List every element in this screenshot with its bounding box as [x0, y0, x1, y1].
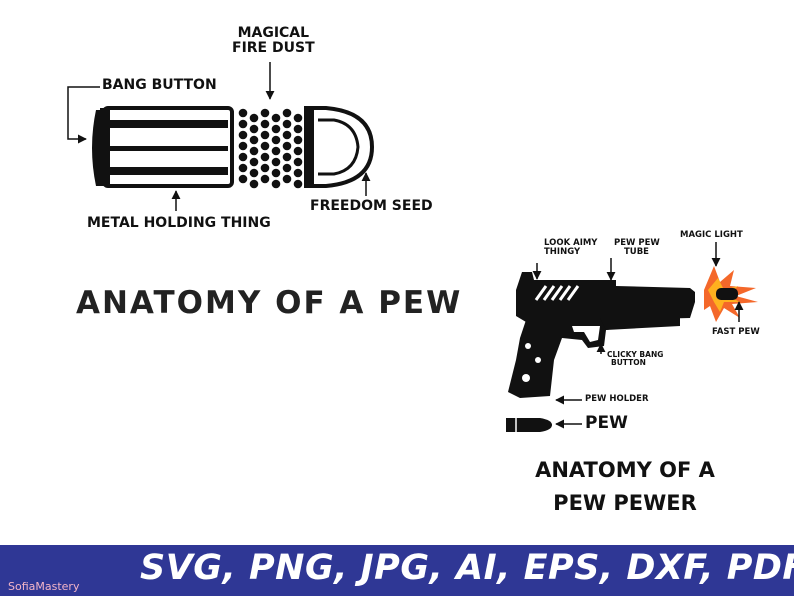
powder-dot	[249, 179, 259, 189]
label-pew-holder: PEW HOLDER	[585, 394, 649, 404]
title-gun-line2: PEW PEWER	[553, 490, 697, 515]
label-clicky-line1: CLICKY BANG	[607, 350, 664, 359]
powder-dot	[293, 157, 303, 167]
powder-dot	[238, 119, 248, 129]
powder-dot	[271, 146, 281, 156]
powder-dot	[293, 168, 303, 178]
powder-dot	[282, 163, 292, 173]
powder-dot	[238, 174, 248, 184]
powder-dot	[238, 163, 248, 173]
powder-dot	[293, 146, 303, 156]
powder-dot	[249, 135, 259, 145]
powder-dot	[282, 141, 292, 151]
powder-dot	[260, 108, 270, 118]
label-magical-fire-dust: MAGICAL FIRE DUST	[232, 26, 315, 55]
powder-dot	[260, 163, 270, 173]
powder-dot	[238, 152, 248, 162]
powder-dot	[260, 152, 270, 162]
title-anatomy-of-a-pew: ANATOMY OF A PEW	[76, 285, 463, 321]
powder-dot	[260, 119, 270, 129]
label-bang-button: BANG BUTTON	[102, 77, 217, 93]
powder-dot	[282, 119, 292, 129]
powder-dot	[238, 141, 248, 151]
label-look-aimy-thingy: LOOK AIMY THINGY	[544, 239, 597, 257]
label-clicky-line2: BUTTON	[611, 357, 646, 367]
brand-name: SofiaMastery	[8, 580, 80, 593]
powder-dot	[271, 135, 281, 145]
label-look-aimy-line2: THINGY	[544, 246, 581, 257]
powder-dot	[249, 168, 259, 178]
label-magical-fire-dust-line2: FIRE DUST	[232, 39, 315, 56]
label-metal-holding-thing: METAL HOLDING THING	[87, 215, 271, 231]
label-clicky-bang-button: CLICKY BANG BUTTON	[607, 351, 663, 367]
powder-dot	[249, 157, 259, 167]
powder-dot	[271, 113, 281, 123]
muzzle-flash	[704, 266, 758, 322]
label-pew-pew-line2: TUBE	[624, 246, 649, 257]
powder-dot	[238, 108, 248, 118]
label-fast-pew: FAST PEW	[712, 327, 760, 337]
powder-dot	[282, 174, 292, 184]
label-magic-light: MAGIC LIGHT	[680, 230, 743, 240]
powder-dot	[282, 130, 292, 140]
powder-dot	[238, 130, 248, 140]
bullet-cartridge-illustration	[92, 106, 375, 189]
powder-dot	[249, 113, 259, 123]
label-freedom-seed: FREEDOM SEED	[310, 198, 433, 214]
powder-dot	[271, 168, 281, 178]
powder-dot	[260, 130, 270, 140]
powder-dot	[293, 179, 303, 189]
powder-dot	[293, 135, 303, 145]
arrow-bang-button	[67, 86, 100, 144]
powder-dots	[238, 108, 303, 189]
label-pew: PEW	[585, 413, 628, 433]
powder-dot	[293, 113, 303, 123]
title-gun-line1: ANATOMY OF A	[535, 458, 715, 482]
powder-dot	[271, 124, 281, 134]
powder-dot	[249, 146, 259, 156]
label-pew-pew-tube: PEW PEW TUBE	[614, 239, 660, 257]
powder-dot	[249, 124, 259, 134]
label-look-aimy-line1: LOOK AIMY	[544, 238, 598, 248]
powder-dot	[271, 179, 281, 189]
powder-dot	[293, 124, 303, 134]
small-bullet-icon	[506, 418, 552, 432]
formats-banner	[0, 545, 794, 596]
powder-dot	[260, 141, 270, 151]
powder-dot	[282, 152, 292, 162]
powder-dot	[282, 108, 292, 118]
pistol-illustration	[508, 272, 695, 398]
powder-dot	[271, 157, 281, 167]
powder-dot	[260, 174, 270, 184]
label-magical-fire-dust-line1: MAGICAL	[237, 25, 310, 41]
title-anatomy-of-a-pew-pewer: ANATOMY OF A PEW PEWER	[520, 454, 730, 519]
label-pew-pew-line1: PEW PEW	[614, 238, 660, 248]
file-formats-text: SVG, PNG, JPG, AI, EPS, DXF, PDF	[140, 548, 794, 588]
